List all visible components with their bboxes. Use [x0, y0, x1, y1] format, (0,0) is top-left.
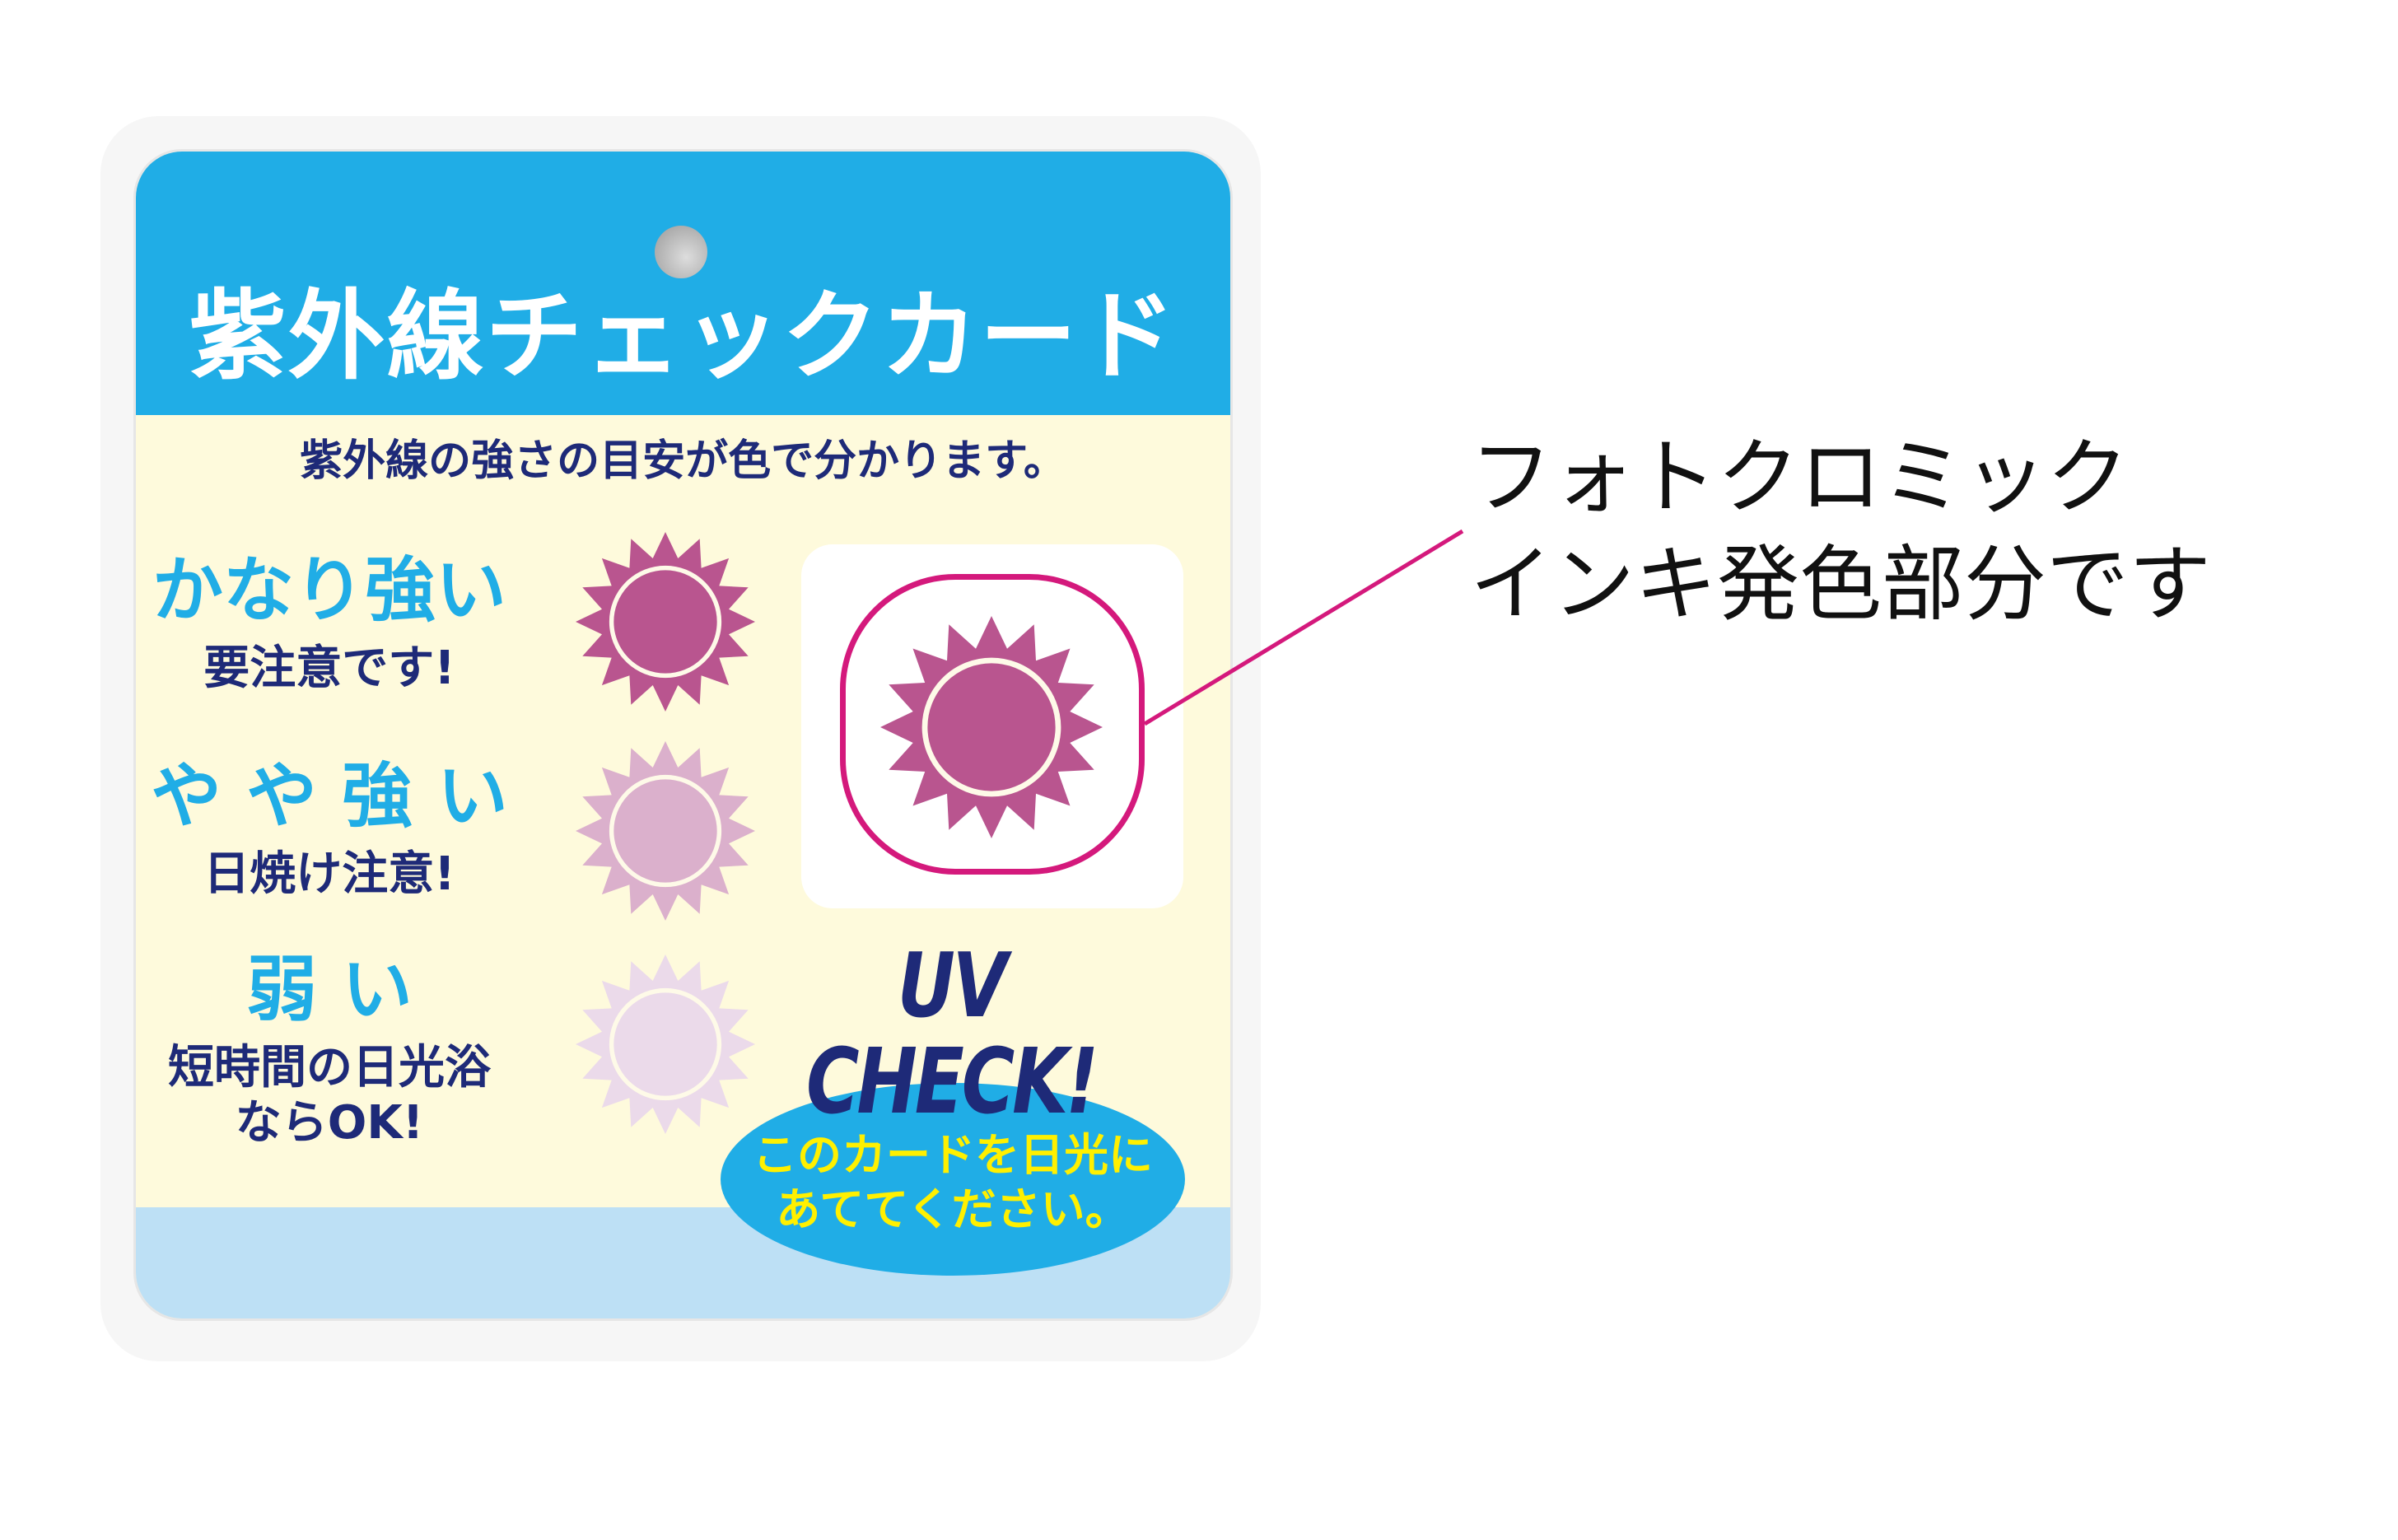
sun-weak-icon	[576, 954, 755, 1134]
uv-check-card: 紫外線チェックカード 紫外線の強さの目安が色で分かります。 かなり強い 要注意で…	[136, 152, 1230, 1318]
instruction-bubble	[721, 1083, 1185, 1276]
level-medium-note: 日焼け注意!	[203, 847, 455, 901]
sun-medium-icon	[576, 741, 755, 921]
check-text: CHECK!	[805, 1029, 1099, 1134]
instruction-line1: このカードを日光に	[753, 1129, 1153, 1181]
level-medium-label: や や 強 い	[151, 755, 508, 838]
hang-hole	[655, 226, 707, 278]
sun-disc	[609, 565, 722, 679]
uv-text: UV	[897, 935, 1008, 1038]
level-strong-note: 要注意です!	[203, 642, 455, 695]
sun-disc	[609, 987, 722, 1101]
level-weak-label: 弱 い	[246, 949, 413, 1031]
level-weak-note-line1: 短時間の日光浴	[168, 1041, 491, 1094]
level-weak-note-line2: ならOK!	[235, 1096, 424, 1150]
photochromic-sun-icon	[880, 616, 1103, 838]
card-subtitle: 紫外線の強さの目安が色で分かります。	[300, 436, 1066, 486]
photochromic-area-frame	[840, 574, 1145, 875]
level-strong-label: かなり強い	[152, 549, 506, 632]
callout-line2: インキ発色部分です	[1470, 536, 2211, 632]
card-header	[136, 152, 1230, 415]
sun-strong-icon	[576, 532, 755, 712]
sun-disc	[609, 774, 722, 888]
card-title: 紫外線チェックカード	[189, 279, 1178, 393]
sun-disc	[921, 657, 1061, 797]
callout-line1: フォトクロミック	[1470, 429, 2129, 525]
instruction-line2: あててください。	[776, 1183, 1130, 1235]
